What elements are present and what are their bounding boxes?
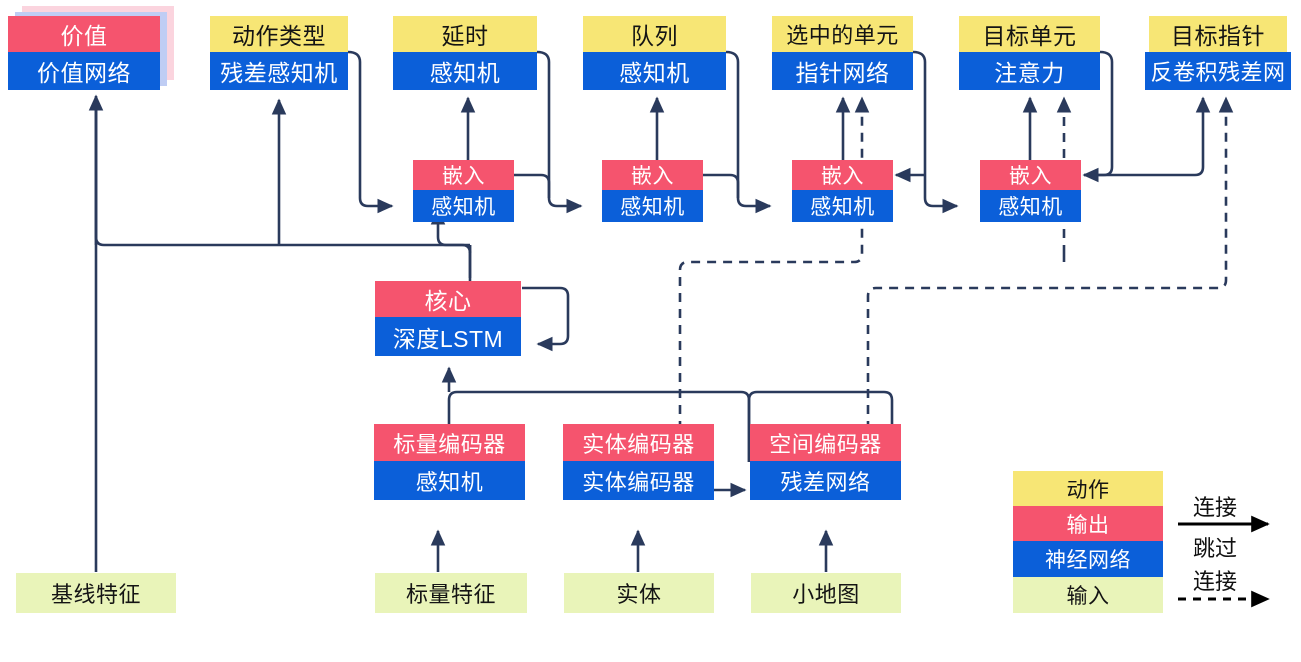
node-spatial-encoder-bottom: 残差网络 <box>750 461 901 500</box>
node-value-top: 价值 <box>8 16 160 52</box>
legend-swatch-input: 输入 <box>1013 577 1163 613</box>
node-scalar-features[interactable]: 标量特征 <box>375 573 527 613</box>
node-scalar-encoder-bottom: 感知机 <box>374 461 525 500</box>
node-entity-encoder-bottom: 实体编码器 <box>563 461 714 500</box>
node-embed-3-top: 嵌入 <box>792 160 893 190</box>
skip-entity-to-selected <box>678 96 870 462</box>
wire-embed2-to-embed3 <box>703 173 740 198</box>
node-action-type-bottom: 残差感知机 <box>210 52 348 90</box>
node-embed-2-bottom: 感知机 <box>602 190 703 222</box>
node-action-type-top: 动作类型 <box>210 16 348 52</box>
node-embed-3[interactable]: 嵌入 感知机 <box>792 160 893 222</box>
node-core[interactable]: 核心 深度LSTM <box>375 281 521 356</box>
wire-embed4-to-targetpoint <box>1084 96 1211 177</box>
node-spatial-encoder-top: 空间编码器 <box>750 424 901 461</box>
node-minimap[interactable]: 小地图 <box>751 573 901 613</box>
node-delay-top: 延时 <box>393 16 537 52</box>
wire-selected-to-embed4 <box>912 50 959 214</box>
node-core-top: 核心 <box>375 281 521 317</box>
wire-delay-to-embed2 <box>536 50 583 214</box>
node-embed-1[interactable]: 嵌入 感知机 <box>413 160 514 222</box>
node-value[interactable]: 价值 价值网络 <box>8 16 160 90</box>
node-embed-4[interactable]: 嵌入 感知机 <box>980 160 1081 222</box>
legend-connection-label: 连接 <box>1193 495 1238 520</box>
node-queue-top: 队列 <box>583 16 726 52</box>
node-embed-3-bottom: 感知机 <box>792 190 893 222</box>
legend: 动作 输出 神经网络 输入 <box>1013 471 1163 613</box>
skip-spatial-to-targetpoint <box>866 96 1234 462</box>
node-delay-bottom: 感知机 <box>393 52 537 90</box>
node-embed-4-top: 嵌入 <box>980 160 1081 190</box>
legend-swatch-network: 神经网络 <box>1013 541 1163 577</box>
node-target-unit[interactable]: 目标单元 注意力 <box>959 16 1100 90</box>
node-scalar-encoder-top: 标量编码器 <box>374 424 525 461</box>
node-baseline-features[interactable]: 基线特征 <box>16 573 176 613</box>
node-embed-2[interactable]: 嵌入 感知机 <box>602 160 703 222</box>
node-spatial-encoder[interactable]: 空间编码器 残差网络 <box>750 424 901 500</box>
node-target-unit-bottom: 注意力 <box>959 52 1100 90</box>
node-entity-encoder[interactable]: 实体编码器 实体编码器 <box>563 424 714 500</box>
node-embed-4-bottom: 感知机 <box>980 190 1081 222</box>
wire-queue-to-embed3 <box>725 50 772 214</box>
node-delay[interactable]: 延时 感知机 <box>393 16 537 90</box>
node-embed-1-top: 嵌入 <box>413 160 514 190</box>
node-selected-units-bottom: 指针网络 <box>772 52 913 90</box>
node-target-point[interactable]: 目标指针 反卷积残差网 <box>1145 16 1291 90</box>
node-core-bottom: 深度LSTM <box>375 317 521 356</box>
node-target-point-bottom: 反卷积残差网 <box>1145 52 1291 90</box>
wire-embed1-to-embed2 <box>514 173 551 198</box>
node-entities[interactable]: 实体 <box>564 573 714 613</box>
node-scalar-encoder[interactable]: 标量编码器 感知机 <box>374 424 525 500</box>
node-action-type[interactable]: 动作类型 残差感知机 <box>210 16 348 90</box>
wire-core-self-loop <box>522 286 570 352</box>
node-selected-units-top: 选中的单元 <box>772 16 913 52</box>
legend-swatch-output: 输出 <box>1013 506 1163 541</box>
node-queue[interactable]: 队列 感知机 <box>583 16 726 90</box>
legend-skip-label-line1: 跳过 <box>1193 536 1238 561</box>
node-embed-1-bottom: 感知机 <box>413 190 514 222</box>
wire-actiontype-to-embed1 <box>347 50 394 214</box>
legend-skip-label-line2: 连接 <box>1193 569 1238 594</box>
node-entity-encoder-top: 实体编码器 <box>563 424 714 461</box>
node-target-unit-top: 目标单元 <box>959 16 1100 52</box>
node-selected-units[interactable]: 选中的单元 指针网络 <box>772 16 913 90</box>
legend-swatch-action: 动作 <box>1013 471 1163 506</box>
node-embed-2-top: 嵌入 <box>602 160 703 190</box>
node-queue-bottom: 感知机 <box>583 52 726 90</box>
node-value-bottom: 价值网络 <box>8 52 160 90</box>
node-target-point-top: 目标指针 <box>1149 16 1287 52</box>
